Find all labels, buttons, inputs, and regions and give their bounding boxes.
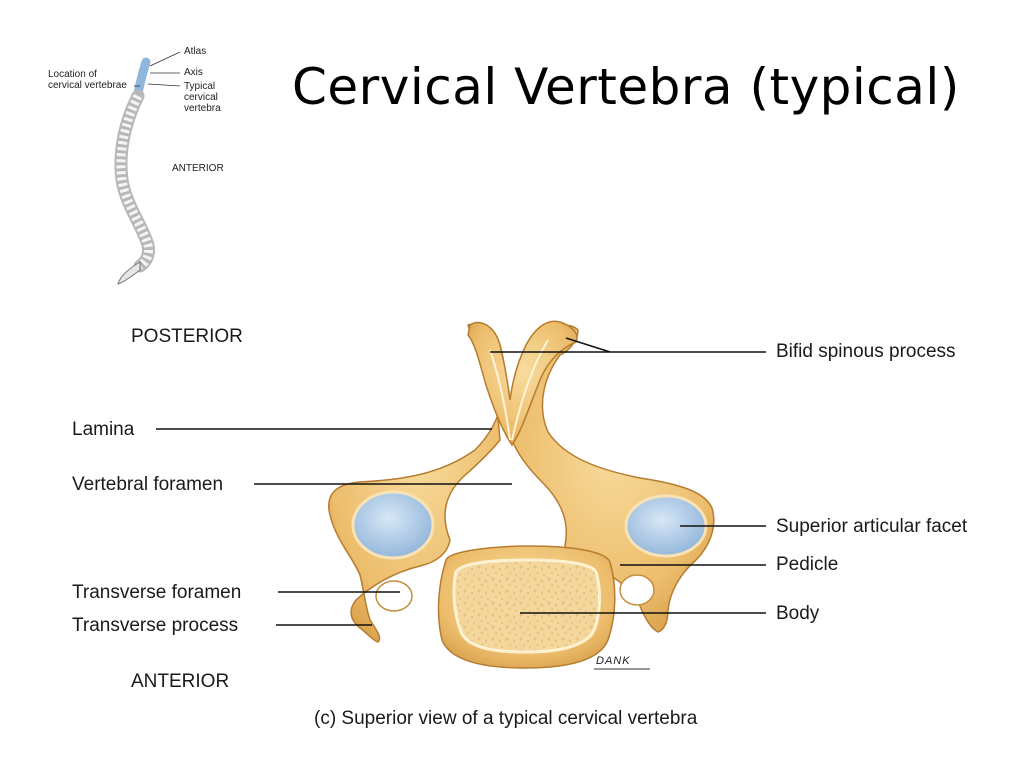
cancellous-bone xyxy=(452,558,601,654)
cervical-segment xyxy=(133,57,151,99)
label-bifid-spinous-process: Bifid spinous process xyxy=(776,341,956,362)
label-vertebral-foramen: Vertebral foramen xyxy=(72,474,224,495)
inset-label-typical-1: Typical xyxy=(184,81,216,92)
leader-lines xyxy=(156,337,766,626)
vertebra-illustration xyxy=(328,320,715,669)
label-lamina: Lamina xyxy=(72,419,135,440)
right-transverse-foramen xyxy=(619,574,655,606)
spine-vertebrae xyxy=(116,93,153,270)
inset-label-axis: Axis xyxy=(184,67,203,78)
label-superior-articular-facet: Superior articular facet xyxy=(776,516,968,537)
inset-label-atlas: Atlas xyxy=(184,46,207,57)
inset-label-location-1: Location of xyxy=(48,69,97,80)
inset-label-typical-3: vertebra xyxy=(184,103,221,114)
slide-title: Cervical Vertebra (typical) xyxy=(292,58,960,116)
inset-label-typical-2: cervical xyxy=(184,92,218,103)
label-body: Body xyxy=(776,603,820,624)
label-transverse-foramen: Transverse foramen xyxy=(72,582,242,603)
inset-label-location-2: cervical vertebrae xyxy=(48,80,127,91)
label-posterior: POSTERIOR xyxy=(131,326,243,347)
left-transverse-foramen xyxy=(375,580,413,612)
sacrum xyxy=(117,261,141,285)
label-pedicle: Pedicle xyxy=(776,554,839,575)
artist-signature: DANK xyxy=(596,655,631,667)
inset-label-anterior: ANTERIOR xyxy=(172,163,224,174)
label-anterior: ANTERIOR xyxy=(131,671,230,692)
left-superior-articular-facet xyxy=(351,490,435,560)
figure-caption: (c) Superior view of a typical cervical … xyxy=(314,708,698,729)
vertebral-column-illustration xyxy=(114,51,181,285)
label-transverse-process: Transverse process xyxy=(72,615,239,636)
